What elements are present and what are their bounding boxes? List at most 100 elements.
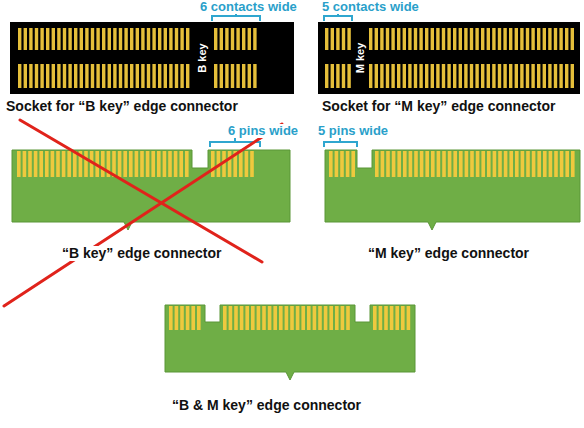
- contact: [63, 28, 66, 50]
- contact: [35, 64, 38, 88]
- contact: [63, 64, 66, 88]
- contact: [554, 151, 558, 177]
- gold-fingers: [17, 151, 575, 330]
- contact: [390, 306, 394, 330]
- contact: [318, 306, 322, 330]
- contact: [391, 64, 394, 88]
- contact: [23, 151, 27, 177]
- contact: [80, 28, 83, 50]
- contact: [565, 151, 569, 177]
- connector-caption: “B key” edge connector: [60, 246, 224, 261]
- contact: [386, 28, 389, 50]
- contact: [135, 151, 139, 177]
- contact: [180, 28, 183, 50]
- contact: [554, 28, 557, 50]
- contact: [91, 64, 94, 88]
- contact: [392, 151, 396, 177]
- contact: [375, 64, 378, 88]
- contact: [96, 28, 99, 50]
- contact: [459, 151, 463, 177]
- contact: [24, 64, 27, 88]
- contact: [498, 28, 501, 50]
- contact: [168, 151, 172, 177]
- contact: [119, 28, 122, 50]
- contact: [571, 151, 575, 177]
- contact: [45, 151, 49, 177]
- contact: [503, 28, 506, 50]
- contact: [158, 64, 161, 88]
- contact: [537, 151, 541, 177]
- contact: [559, 28, 562, 50]
- contact: [465, 151, 469, 177]
- contact: [174, 151, 178, 177]
- contact: [211, 151, 215, 177]
- contact: [325, 64, 328, 88]
- bm-key-board: [165, 305, 415, 380]
- contact: [565, 64, 568, 88]
- contact: [520, 28, 523, 50]
- contact: [447, 64, 450, 88]
- contact: [548, 64, 551, 88]
- contact: [442, 28, 445, 50]
- contact: [386, 64, 389, 88]
- contact: [180, 64, 183, 88]
- contact: [369, 28, 372, 50]
- contact: [51, 151, 55, 177]
- contact: [475, 64, 478, 88]
- contact: [487, 28, 490, 50]
- contact: [498, 151, 502, 177]
- contact: [403, 151, 407, 177]
- contact: [29, 64, 32, 88]
- contact: [74, 64, 77, 88]
- contact: [118, 151, 122, 177]
- contact: [464, 64, 467, 88]
- contact: [403, 64, 406, 88]
- contact: [108, 28, 111, 50]
- contact: [223, 306, 227, 330]
- contact: [403, 28, 406, 50]
- contact: [290, 306, 294, 330]
- contact: [336, 28, 339, 50]
- contact: [409, 151, 413, 177]
- contact: [560, 151, 564, 177]
- contact: [296, 306, 300, 330]
- contact: [425, 151, 429, 177]
- contact: [191, 306, 195, 330]
- contact: [379, 306, 383, 330]
- contact: [34, 151, 38, 177]
- contact: [240, 306, 244, 330]
- contact: [543, 151, 547, 177]
- contact: [493, 151, 497, 177]
- contact: [46, 64, 49, 88]
- contact: [408, 28, 411, 50]
- contact: [515, 151, 519, 177]
- contact: [248, 28, 251, 50]
- contact: [509, 28, 512, 50]
- m-key-socket: [318, 22, 580, 94]
- contact: [214, 28, 217, 50]
- contact: [492, 64, 495, 88]
- contact: [331, 64, 334, 88]
- contact: [342, 64, 345, 88]
- contact: [57, 64, 60, 88]
- contact: [459, 28, 462, 50]
- contact: [565, 28, 568, 50]
- contact: [414, 151, 418, 177]
- contact: [425, 28, 428, 50]
- contact: [336, 64, 339, 88]
- contact: [231, 28, 234, 50]
- contact: [239, 151, 243, 177]
- contact: [163, 151, 167, 177]
- contact: [346, 151, 350, 177]
- contact: [414, 64, 417, 88]
- contact: [146, 151, 150, 177]
- contact: [526, 28, 529, 50]
- contact: [307, 306, 311, 330]
- contact: [102, 64, 105, 88]
- key-label: B key: [196, 40, 208, 75]
- contact: [324, 306, 328, 330]
- contact: [229, 306, 233, 330]
- contact: [408, 64, 411, 88]
- b-key-board: [12, 150, 290, 230]
